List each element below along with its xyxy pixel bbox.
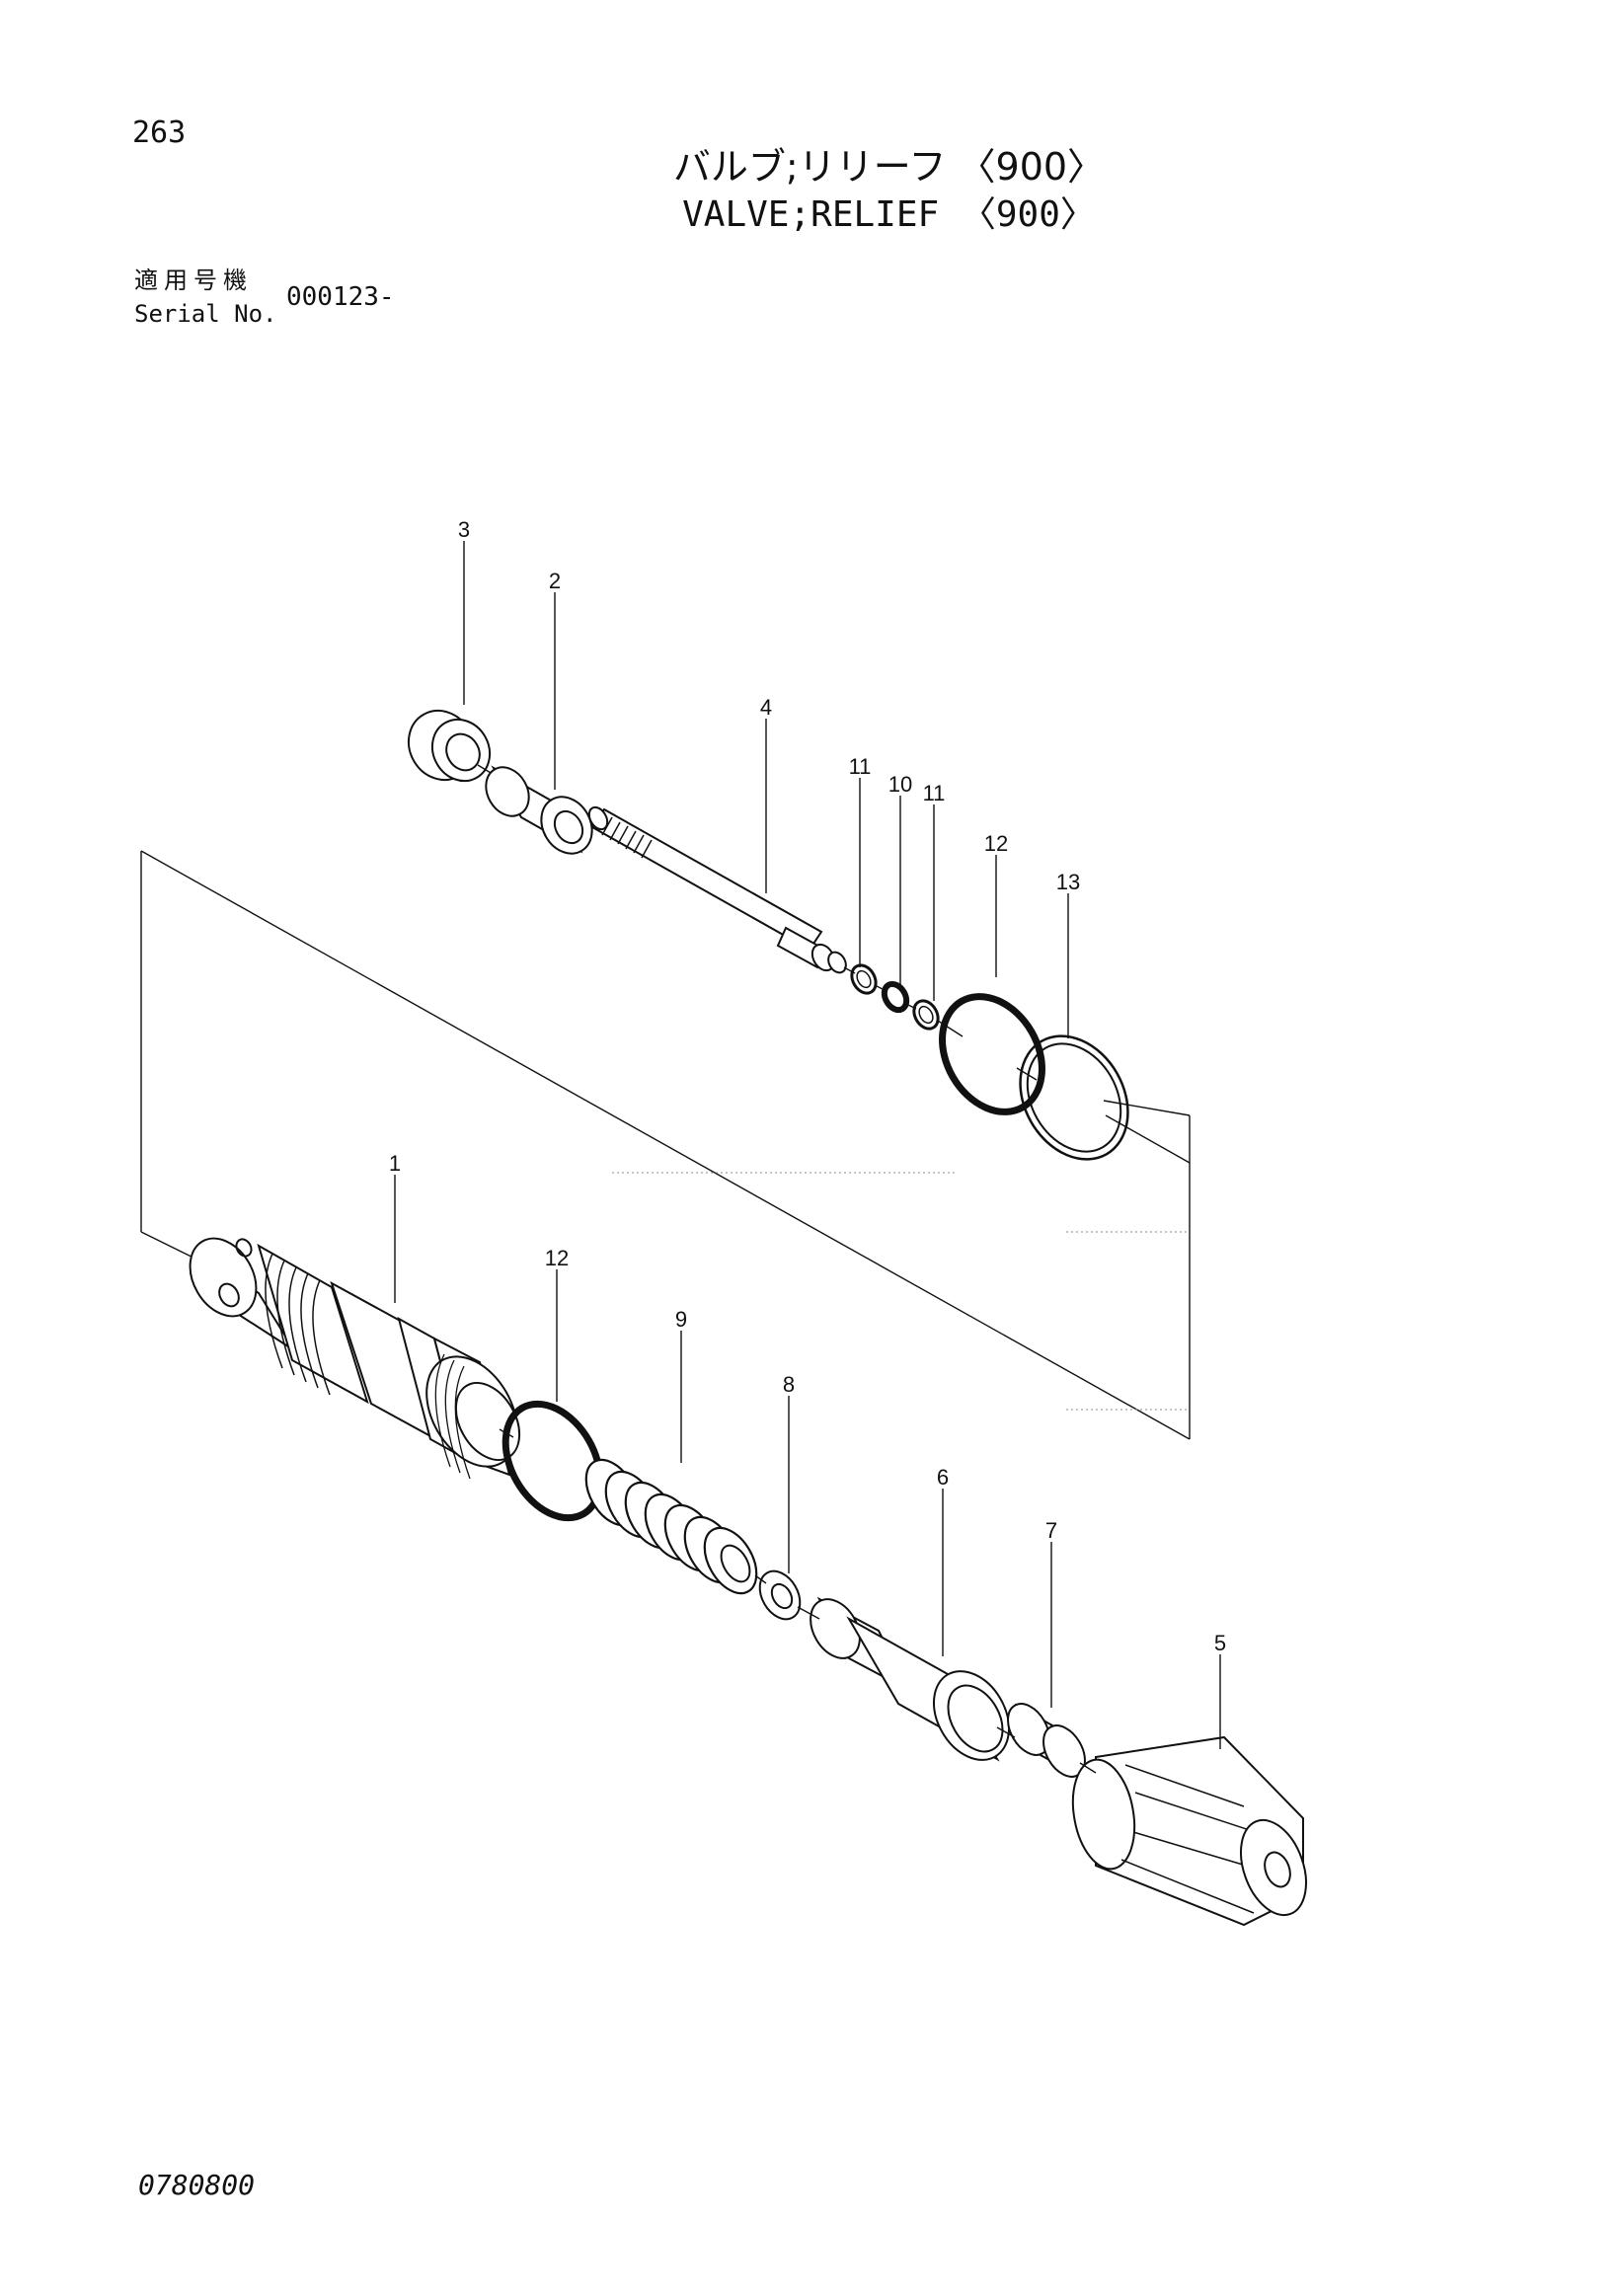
page-number: 263: [132, 115, 187, 150]
title-english: VALVE;RELIEF 〈900〉: [682, 194, 1096, 235]
part-12-o-ring-lower: [501, 1400, 604, 1522]
callout-1: 1: [389, 1151, 401, 1176]
callout-12-lower: 12: [545, 1246, 569, 1270]
part-6-piston: [810, 1596, 1010, 1762]
callout-8: 8: [783, 1372, 795, 1397]
serial-label-english: Serial No.: [134, 300, 277, 328]
serial-label-japanese: 適用号機: [134, 267, 253, 294]
part-11-ring-a: [850, 963, 878, 995]
part-3-cap: [407, 709, 497, 783]
serial-number-value: 000123-: [286, 282, 395, 312]
callout-11-a: 11: [849, 754, 872, 779]
callout-10: 10: [888, 772, 912, 797]
callout-9: 9: [675, 1307, 687, 1332]
assembly-frame: [140, 850, 1191, 1440]
part-11-ring-b: [912, 999, 940, 1031]
part-8-washer: [758, 1569, 802, 1621]
callout-5: 5: [1214, 1631, 1226, 1655]
frame-diagonal: [140, 850, 1191, 1440]
part-2-sleeve: [485, 765, 593, 855]
drawing-code: 0780800: [138, 2169, 256, 2201]
callout-2: 2: [549, 569, 561, 593]
callout-leaders: [394, 541, 1221, 1749]
part-13-backup-ring: [1019, 1034, 1129, 1161]
callout-3: 3: [458, 517, 470, 542]
callout-11-b: 11: [923, 781, 946, 805]
lower-axis-lines: [754, 1574, 1097, 1774]
title-japanese: バルブ;リリーフ 〈900〉: [672, 145, 1106, 189]
frame-top-right: [1103, 1100, 1191, 1116]
callout-13: 13: [1056, 870, 1080, 894]
part-5-cap-nut: [1071, 1735, 1307, 1927]
callout-labels: 3 2 4 11 10 11 12 13 1 12 9 8 6 7 5: [389, 517, 1226, 1655]
part-7-plug: [1007, 1703, 1086, 1778]
part-12-o-ring-upper: [939, 993, 1045, 1115]
part-1-valve-body: [189, 1237, 521, 1480]
callout-12-upper: 12: [984, 831, 1008, 856]
callout-6: 6: [937, 1465, 949, 1490]
part-4-stem: [587, 805, 847, 974]
callout-4: 4: [760, 695, 772, 720]
part-10-ring: [881, 980, 910, 1014]
upper-axis-lines: [843, 966, 1191, 1164]
part-9-spring: [584, 1458, 758, 1595]
callout-7: 7: [1045, 1518, 1057, 1543]
